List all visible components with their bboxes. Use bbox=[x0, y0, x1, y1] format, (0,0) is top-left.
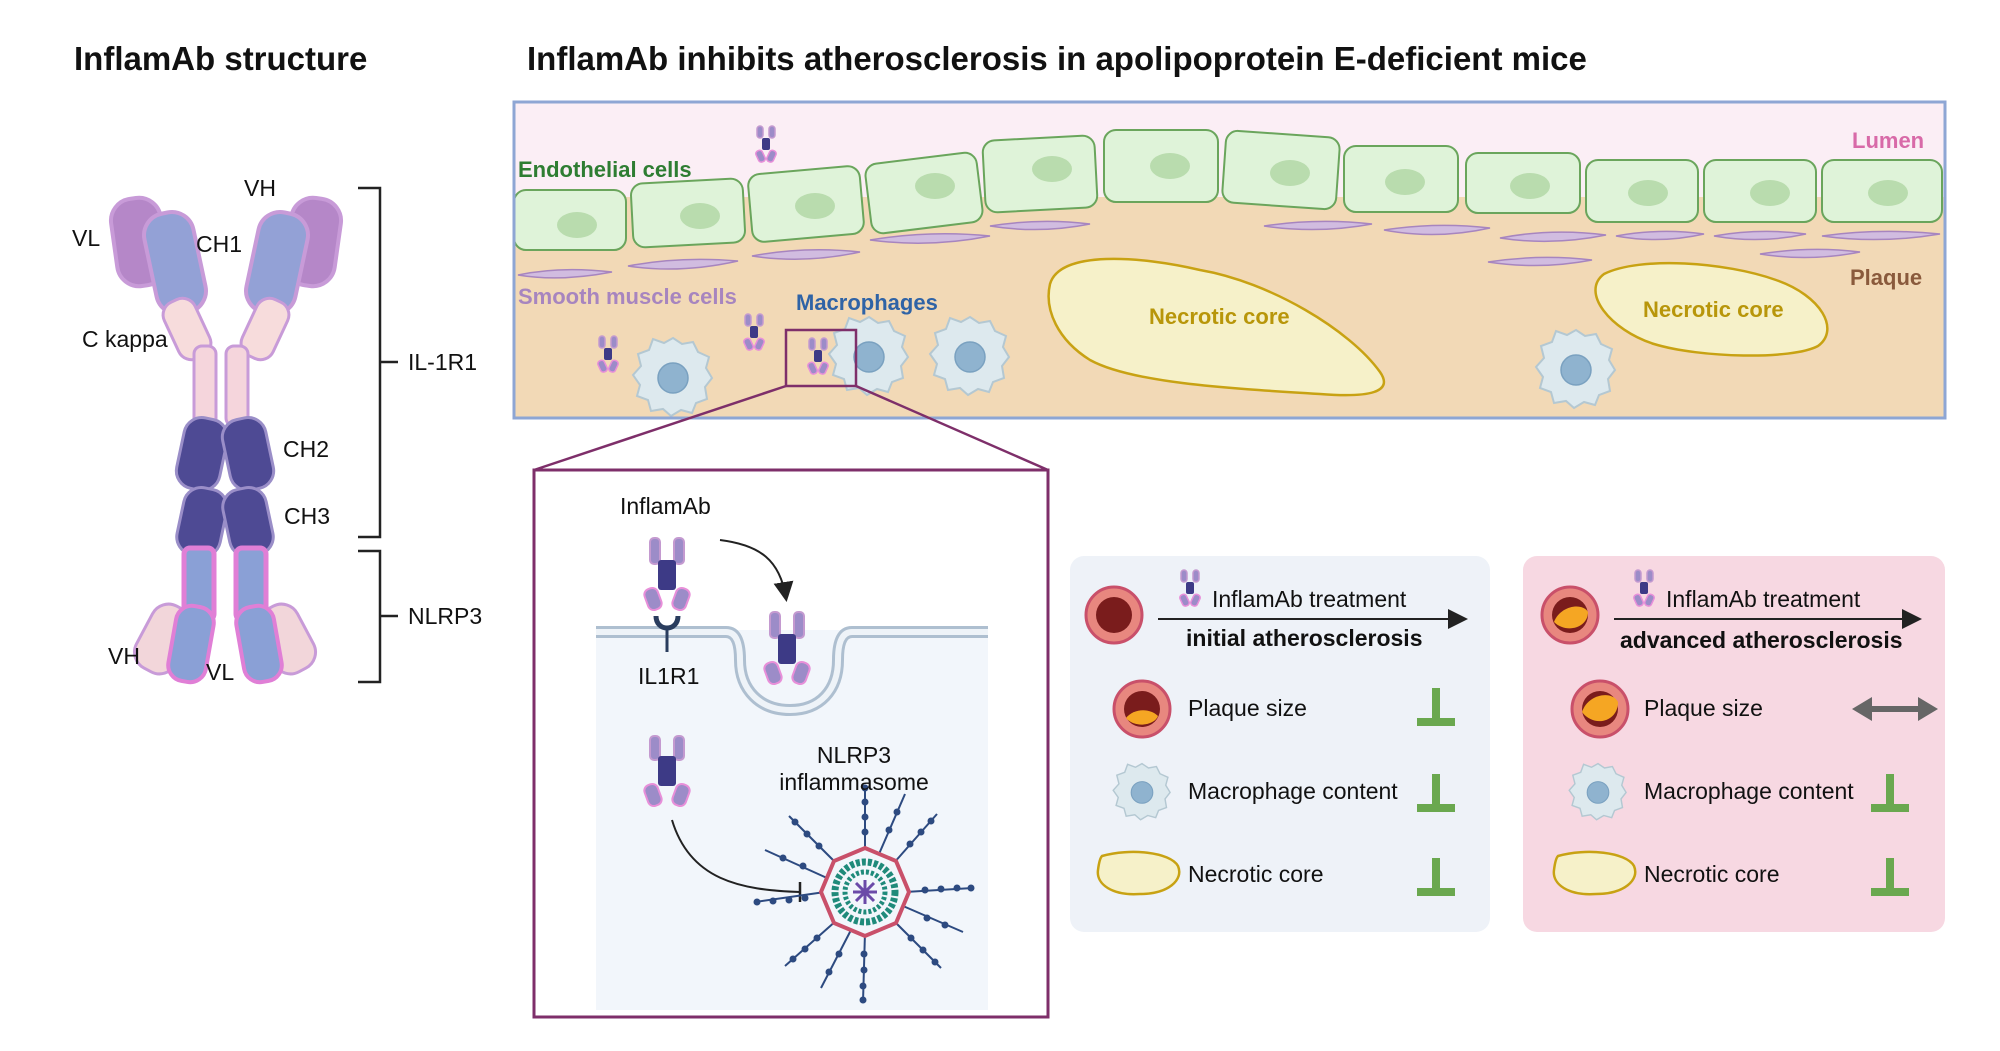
main-panel-title: InflamAb inhibits atherosclerosis in apo… bbox=[527, 40, 1587, 77]
plaque-size-icon bbox=[1112, 679, 1172, 739]
internalized-inflamab bbox=[763, 611, 811, 686]
necrotic-core-icon bbox=[1552, 850, 1637, 896]
zoom-source-box bbox=[784, 328, 858, 388]
initial-row-necrotic: Necrotic core bbox=[1188, 861, 1323, 887]
inflamab-bound-to-receptor bbox=[643, 537, 691, 652]
label-plaque: Plaque bbox=[1850, 265, 1922, 290]
plaque-size-icon bbox=[1570, 679, 1630, 739]
initial-treatment-label: InflamAb treatment bbox=[1212, 586, 1407, 612]
label-il1r1: IL1R1 bbox=[638, 663, 699, 689]
label-macrophages: Macrophages bbox=[796, 290, 938, 315]
label-c-kappa: C kappa bbox=[82, 326, 168, 352]
artery-advanced-icon bbox=[1540, 585, 1600, 645]
initial-atherosclerosis-summary: InflamAb treatment initial atheroscleros… bbox=[1070, 556, 1490, 932]
label-endothelial-cells: Endothelial cells bbox=[518, 157, 692, 182]
cytosolic-inflamab bbox=[643, 735, 691, 808]
initial-row-macrophage: Macrophage content bbox=[1188, 778, 1398, 804]
label-ch1: CH1 bbox=[196, 231, 242, 257]
antibody-structure-diagram bbox=[108, 195, 344, 685]
label-necrotic-core-2: Necrotic core bbox=[1643, 297, 1784, 322]
label-vh-bottom: VH bbox=[108, 643, 140, 669]
advanced-row-plaque-size: Plaque size bbox=[1644, 695, 1763, 721]
inhibition-line bbox=[671, 819, 801, 893]
internalization-arrow bbox=[719, 539, 794, 602]
necrotic-core-icon bbox=[1096, 850, 1181, 896]
advanced-stage-label: advanced atherosclerosis bbox=[1620, 627, 1903, 653]
label-vl-top: VL bbox=[72, 225, 100, 251]
label-vl-bottom: VL bbox=[206, 659, 234, 685]
label-il1r1-bracket: IL-1R1 bbox=[408, 349, 477, 375]
necrotic-core-1 bbox=[1047, 257, 1386, 397]
zoom-panel: InflamAb IL1R1 NLRP3 inflammasome bbox=[532, 384, 1050, 1019]
left-panel: InflamAb structure bbox=[72, 40, 482, 685]
label-inflammasome: inflammasome bbox=[779, 769, 929, 795]
label-necrotic-core-1: Necrotic core bbox=[1149, 304, 1290, 329]
smooth-muscle-cell-layer bbox=[517, 220, 1941, 279]
advanced-treatment-label: InflamAb treatment bbox=[1666, 586, 1861, 612]
label-lumen: Lumen bbox=[1852, 128, 1924, 153]
label-smooth-muscle-cells: Smooth muscle cells bbox=[518, 284, 737, 309]
label-nlrp3: NLRP3 bbox=[817, 742, 891, 768]
no-change-arrow-icon bbox=[1852, 697, 1938, 721]
label-ch3: CH3 bbox=[284, 503, 330, 529]
advanced-atherosclerosis-summary: InflamAb treatment advanced atherosclero… bbox=[1523, 556, 1945, 932]
artery-wall-illustration bbox=[512, 100, 1947, 420]
label-vh-top: VH bbox=[244, 175, 276, 201]
label-inflamab: InflamAb bbox=[620, 493, 711, 519]
initial-stage-label: initial atherosclerosis bbox=[1186, 625, 1422, 651]
left-panel-title: InflamAb structure bbox=[74, 40, 367, 77]
bracket-il1r1 bbox=[358, 186, 398, 539]
advanced-row-macrophage: Macrophage content bbox=[1644, 778, 1854, 804]
endothelial-cell-layer bbox=[513, 129, 1943, 251]
label-ch2: CH2 bbox=[283, 436, 329, 462]
label-nlrp3-bracket: NLRP3 bbox=[408, 603, 482, 629]
artery-initial-icon bbox=[1084, 585, 1144, 645]
advanced-row-necrotic: Necrotic core bbox=[1644, 861, 1779, 887]
initial-row-plaque-size: Plaque size bbox=[1188, 695, 1307, 721]
necrotic-core-2 bbox=[1594, 261, 1829, 357]
nlrp3-inflammasome bbox=[753, 784, 975, 1004]
bracket-nlrp3 bbox=[358, 549, 398, 684]
